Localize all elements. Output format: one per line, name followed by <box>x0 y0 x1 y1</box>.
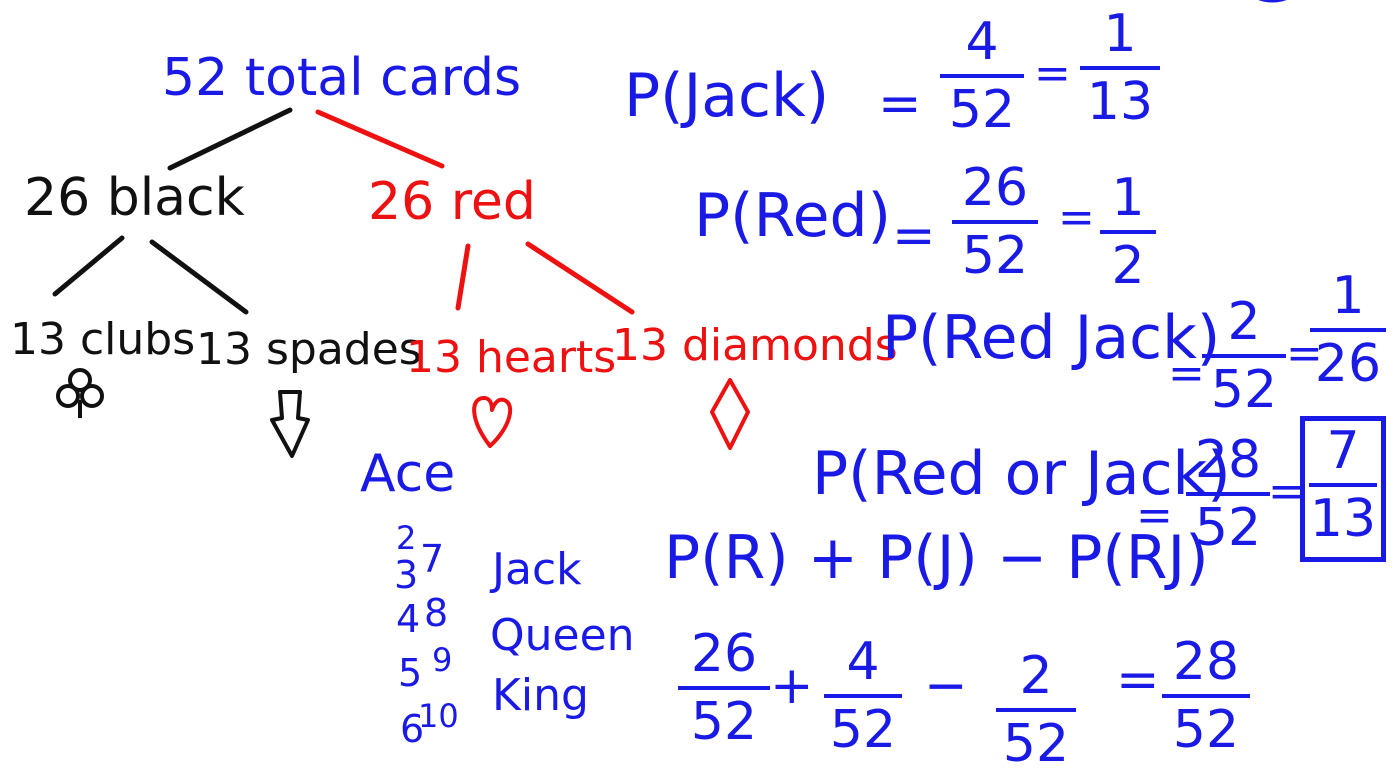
hearts-label: 13 hearts <box>406 332 617 383</box>
p-jack-rden: 13 <box>1086 72 1154 132</box>
sum-b-den: 52 <box>829 700 897 760</box>
sum-equals: = <box>1116 650 1160 710</box>
black-label: 26 black <box>24 168 245 228</box>
p-red-or-jack-rden: 13 <box>1309 489 1377 549</box>
p-red-or-jack-fraction: 28 52 <box>1186 434 1270 554</box>
p-red-label: P(Red) <box>694 181 891 251</box>
p-jack-equals-2: = <box>1034 48 1071 99</box>
p-redjack-rnum: 1 <box>1331 266 1365 326</box>
p-jack-den: 52 <box>948 80 1016 140</box>
p-redjack-label: P(Red Jack) <box>882 303 1221 373</box>
sum-term-a: 26 52 <box>678 628 770 748</box>
p-red-rnum: 1 <box>1111 168 1145 228</box>
corner-mark: ) <box>1239 0 1309 8</box>
p-redjack-rden: 26 <box>1314 334 1382 394</box>
p-jack-label: P(Jack) <box>624 61 830 131</box>
p-redjack-equals-2: = <box>1286 328 1323 379</box>
p-red-fraction: 26 52 <box>952 162 1038 282</box>
club-icon <box>56 368 104 418</box>
rank-5: 5 <box>398 651 423 695</box>
p-red-or-jack-num: 28 <box>1194 430 1262 490</box>
p-redjack-equals: = <box>1168 348 1205 399</box>
p-red-or-jack-result: 7 13 <box>1309 425 1377 545</box>
p-jack-fraction: 4 52 <box>940 16 1024 136</box>
rank-4: 4 <box>396 597 421 641</box>
p-jack-equals: = <box>878 74 922 134</box>
p-red-num: 26 <box>961 158 1029 218</box>
branch-root-black <box>167 107 293 171</box>
diamonds-label: 13 diamonds <box>612 320 898 371</box>
sum-plus: + <box>770 656 814 716</box>
p-red-den: 52 <box>961 226 1029 286</box>
p-jack-num: 4 <box>965 12 999 72</box>
p-jack-rnum: 1 <box>1103 4 1137 64</box>
p-redjack-den: 52 <box>1210 360 1278 420</box>
p-red-result: 1 2 <box>1100 172 1156 292</box>
rank-9: 9 <box>432 641 453 679</box>
sum-c-den: 52 <box>1002 714 1070 774</box>
heart-icon <box>472 396 513 448</box>
sum-a-den: 52 <box>690 692 758 752</box>
branch-root-red <box>315 109 445 169</box>
root-label: 52 total cards <box>162 48 522 108</box>
branch-red-hearts <box>455 243 471 311</box>
rank-ace: Ace <box>360 444 456 504</box>
p-redjack-result: 1 26 <box>1310 270 1386 390</box>
sum-term-b: 4 52 <box>824 636 902 756</box>
clubs-label: 13 clubs <box>10 314 196 365</box>
rank-7: 7 <box>420 537 445 581</box>
rank-3: 3 <box>394 553 419 597</box>
rank-2: 2 <box>396 519 417 557</box>
p-red-or-jack-equals-2: = <box>1268 466 1305 517</box>
spade-icon <box>270 390 310 458</box>
spades-label: 13 spades <box>196 324 422 375</box>
branch-red-diamonds <box>525 241 635 315</box>
addition-rule: P(R) + P(J) − P(RJ) <box>664 523 1209 593</box>
rank-king: King <box>492 670 589 721</box>
p-red-or-jack-den: 52 <box>1194 498 1262 558</box>
p-red-or-jack-label: P(Red or Jack) <box>812 439 1231 509</box>
diamond-icon <box>710 378 750 450</box>
sum-c-num: 2 <box>1019 646 1053 706</box>
sum-minus: − <box>924 656 968 716</box>
p-jack-result: 1 13 <box>1080 8 1160 128</box>
rank-8: 8 <box>424 591 449 635</box>
p-red-rden: 2 <box>1111 236 1145 296</box>
p-red-or-jack-equals: = <box>1136 490 1173 541</box>
branch-black-spades <box>149 239 249 315</box>
red-label: 26 red <box>368 172 536 232</box>
sum-b-num: 4 <box>846 632 880 692</box>
p-redjack-num: 2 <box>1227 292 1261 352</box>
p-red-equals-2: = <box>1058 192 1095 243</box>
rank-6: 6 <box>400 707 425 751</box>
sum-term-c: 2 52 <box>996 650 1076 770</box>
rank-10: 10 <box>418 697 459 735</box>
sum-a-num: 26 <box>690 624 758 684</box>
branch-black-clubs <box>52 235 125 297</box>
sum-result: 28 52 <box>1162 636 1250 756</box>
answer-box: 7 13 <box>1300 416 1386 562</box>
p-red-or-jack-rnum: 7 <box>1326 421 1360 481</box>
rank-queen: Queen <box>490 610 635 661</box>
rank-jack: Jack <box>492 544 582 595</box>
p-red-equals: = <box>892 206 936 266</box>
p-redjack-fraction: 2 52 <box>1202 296 1286 416</box>
sum-r-num: 28 <box>1172 632 1240 692</box>
sum-r-den: 52 <box>1172 700 1240 760</box>
